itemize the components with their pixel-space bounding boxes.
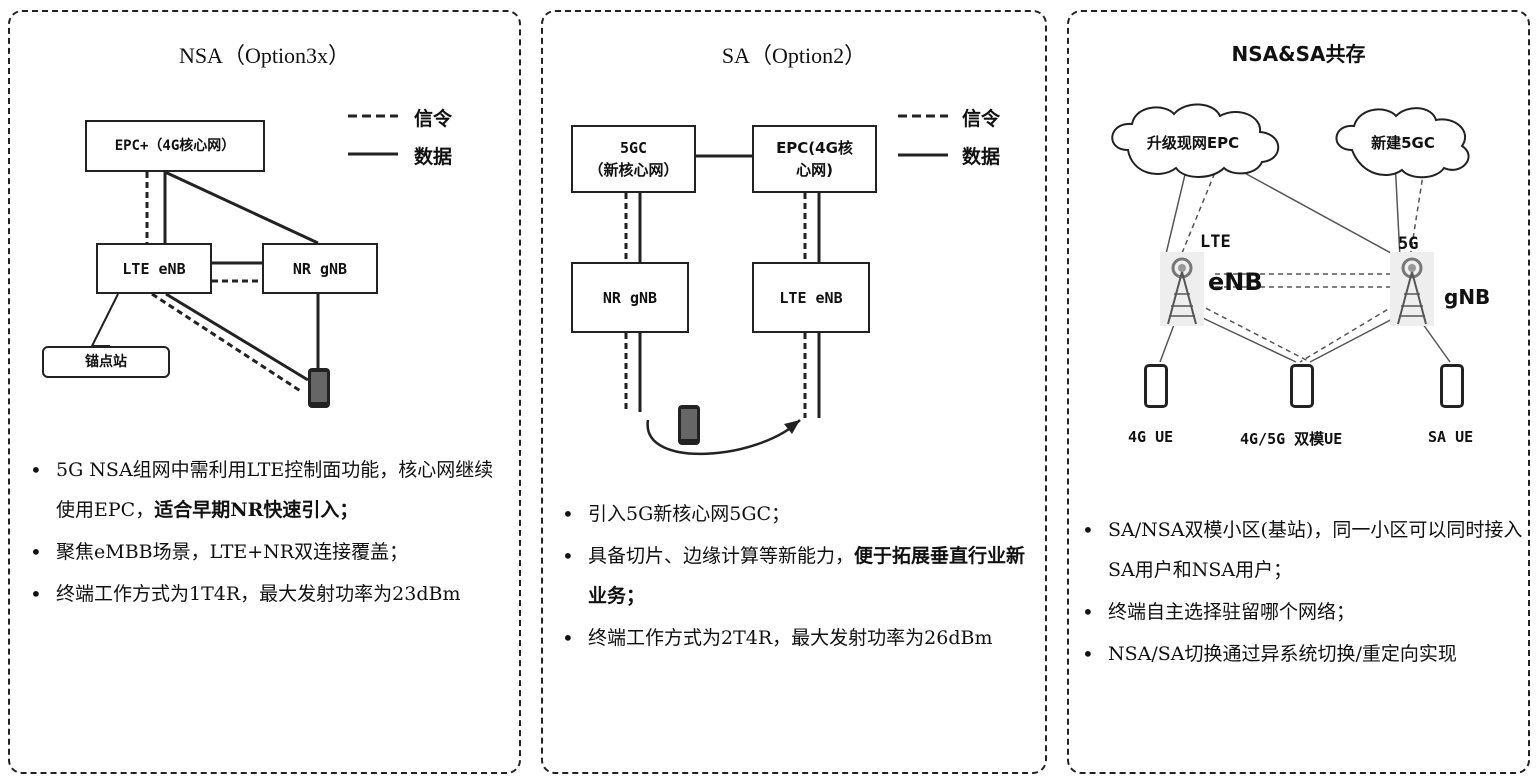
nr-gnb-node: NR gNB: [262, 243, 378, 294]
legend-signal-label: 信令: [414, 108, 453, 130]
list-item: SA/NSA双模小区(基站)，同一小区可以同时接入SA用户和NSA用户；: [1078, 510, 1524, 590]
epc-node: EPC(4G核 心网): [752, 125, 877, 193]
ue-sa-label: SA UE: [1428, 428, 1474, 446]
lte-enb-node: LTE eNB: [96, 243, 212, 294]
legend-data-label: 数据: [962, 146, 1001, 168]
5g-label: 5G: [1398, 234, 1419, 254]
anchor-station-label: 锚点站: [42, 346, 170, 378]
panel-nsa: NSA（Option3x）: [8, 10, 521, 774]
5gc-node: 5GC （新核心网）: [571, 125, 696, 193]
list-item: 5G NSA组网中需利用LTE控制面功能，核心网继续使用EPC，适合早期NR快速…: [26, 450, 506, 530]
phone-icon: [1144, 364, 1168, 408]
cloud-new-5gc: 新建5GC: [1371, 133, 1435, 152]
enb-tower-icon: [1160, 252, 1204, 326]
nsa-sa-bullet-list: SA/NSA双模小区(基站)，同一小区可以同时接入SA用户和NSA用户； 终端自…: [1078, 510, 1524, 676]
gnb-label: gNB: [1444, 285, 1491, 309]
lte-label: LTE: [1200, 232, 1231, 252]
panel-sa: SA（Option2）: [541, 10, 1047, 774]
list-item: 终端工作方式为2T4R，最大发射功率为26dBm: [558, 618, 1036, 658]
panel-title: NSA&SA共存: [1231, 42, 1366, 66]
legend-signal-label: 信令: [962, 108, 1001, 130]
list-item: NSA/SA切换通过异系统切换/重定向实现: [1078, 634, 1524, 674]
legend-data-label: 数据: [414, 146, 453, 168]
phone-icon: [1440, 364, 1464, 408]
list-item: 具备切片、边缘计算等新能力，便于拓展垂直行业新业务；: [558, 536, 1036, 616]
ue-dual-label: 4G/5G 双模UE: [1240, 430, 1343, 448]
cloud-upgraded-epc: 升级现网EPC: [1146, 133, 1240, 152]
enb-label: eNB: [1208, 268, 1263, 296]
epc-plus-node: EPC+（4G核心网）: [85, 120, 265, 172]
list-item: 终端自主选择驻留哪个网络；: [1078, 592, 1524, 632]
list-item: 聚焦eMBB场景，LTE+NR双连接覆盖；: [26, 532, 506, 572]
panel-title: SA（Option2）: [721, 43, 867, 68]
phone-icon: [1290, 364, 1314, 408]
phone-icon: [678, 405, 700, 445]
nsa-bullet-list: 5G NSA组网中需利用LTE控制面功能，核心网继续使用EPC，适合早期NR快速…: [26, 450, 506, 616]
list-item: 引入5G新核心网5GC；: [558, 494, 1036, 534]
gnb-tower-icon: [1390, 252, 1434, 326]
ue-4g-label: 4G UE: [1128, 428, 1174, 446]
panel-nsa-sa: NSA&SA共存: [1067, 10, 1530, 774]
panel-title: NSA（Option3x）: [178, 43, 351, 68]
lte-enb-node: LTE eNB: [752, 262, 870, 333]
sa-bullet-list: 引入5G新核心网5GC； 具备切片、边缘计算等新能力，便于拓展垂直行业新业务； …: [558, 494, 1036, 660]
list-item: 终端工作方式为1T4R，最大发射功率为23dBm: [26, 574, 506, 614]
nr-gnb-node: NR gNB: [571, 262, 689, 333]
phone-icon: [308, 368, 330, 408]
